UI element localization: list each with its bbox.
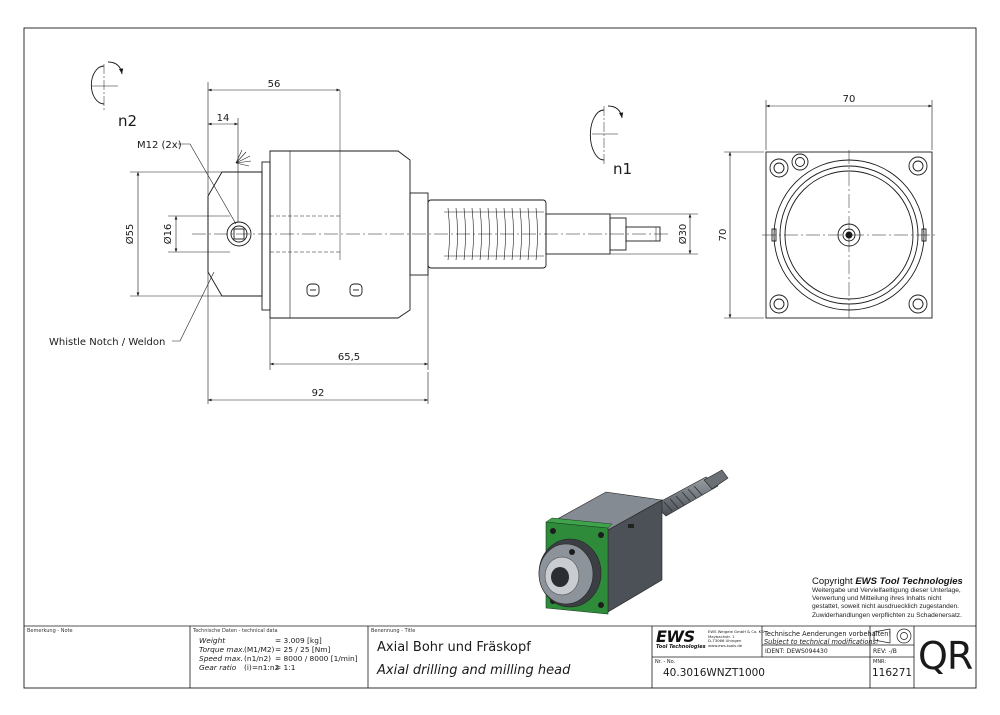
notice-english: Subject to technical modifications! bbox=[764, 638, 879, 647]
dim-65-5: 65,5 bbox=[338, 352, 360, 363]
title-label: Benennung - Title bbox=[371, 628, 416, 634]
label-n2: n2 bbox=[118, 112, 137, 130]
dim-92: 92 bbox=[312, 388, 325, 399]
tech-name-gear-ratio: Gear ratio bbox=[199, 663, 237, 672]
label-m12: M12 (2x) bbox=[137, 140, 182, 151]
revision-field: REV: -/B bbox=[873, 648, 897, 655]
copyright-notice: Copyright EWS Tool Technologies Weiterga… bbox=[812, 576, 978, 620]
title-german: Axial Bohr und Fräskopf bbox=[377, 640, 531, 655]
modification-notice: Technische Aenderungen vorbehalten! Subj… bbox=[764, 630, 891, 647]
tech-name-speed: Speed max. bbox=[199, 654, 243, 663]
dim-56: 56 bbox=[268, 79, 281, 90]
front-dimensions bbox=[724, 100, 933, 319]
qr-mark: QR bbox=[918, 634, 973, 678]
tech-key-torque: (M1/M2) bbox=[244, 645, 275, 654]
notice-german: Technische Aenderungen vorbehalten! bbox=[764, 630, 892, 638]
address-line: D-73066 Uhingen bbox=[708, 638, 742, 644]
copyright-line: Zuwiderhandlungen verpflichten zu Schade… bbox=[812, 611, 962, 619]
rotation-symbol-n2 bbox=[90, 61, 124, 110]
dim-diameter-30: Ø30 bbox=[677, 224, 689, 245]
tech-value-torque: = 25 / 25 [Nm] bbox=[275, 645, 331, 654]
copyright-prefix: Copyright bbox=[812, 576, 856, 587]
side-view bbox=[192, 90, 670, 319]
address-line: www.ews-tools.de bbox=[708, 642, 743, 648]
logo-subtitle: Tool Technologies bbox=[656, 644, 706, 650]
dim-14: 14 bbox=[217, 113, 230, 124]
dim-70-height: 70 bbox=[718, 229, 729, 242]
part-number: 40.3016WNZT1000 bbox=[663, 667, 765, 679]
dim-70-width: 70 bbox=[843, 94, 856, 105]
tech-value-speed: = 8000 / 8000 [1/min] bbox=[275, 654, 358, 663]
copyright-line: Verwertung und Mitteilung ihres Inhalts … bbox=[812, 595, 942, 603]
dim-diameter-55: Ø55 bbox=[124, 224, 136, 245]
address-line: Maybachstr. 1 bbox=[708, 633, 735, 639]
ident-field: IDENT: DEWS094430 bbox=[765, 648, 828, 655]
sheet-border bbox=[23, 27, 977, 689]
tech-data-label: Technische Daten - technical data bbox=[193, 628, 278, 634]
tech-key-gear-ratio: (i)=n1:n2 bbox=[244, 663, 280, 672]
number-label: Nr. - No. bbox=[655, 659, 676, 665]
rotation-symbol-n1 bbox=[589, 105, 624, 166]
title-block-grid bbox=[24, 625, 976, 688]
title-english: Axial drilling and milling head bbox=[377, 663, 571, 678]
tech-name-torque: Torque max. bbox=[199, 645, 245, 654]
copyright-line: gestattet, soweit nicht ausdruecklich zu… bbox=[812, 603, 959, 611]
remarks-label: Bemerkung - Note bbox=[27, 628, 73, 634]
tech-value-gear-ratio: = 1:1 bbox=[275, 663, 296, 672]
drawing-number: 116271 bbox=[872, 667, 913, 679]
tech-key-speed: (n1/n2) bbox=[244, 654, 272, 663]
front-view bbox=[762, 150, 936, 320]
copyright-brand: EWS Tool Technologies bbox=[855, 576, 963, 587]
company-address: EWS Weigele GmbH & Co. KG Maybachstr. 1 … bbox=[708, 629, 765, 648]
shank-teeth bbox=[444, 207, 544, 261]
logo-mark: EWS bbox=[656, 627, 695, 646]
isometric-render bbox=[538, 469, 729, 615]
label-whistle-notch: Whistle Notch / Weldon bbox=[49, 337, 165, 348]
address-line: EWS Weigele GmbH & Co. KG bbox=[708, 629, 765, 634]
copyright-line: Weitergabe und Vervielfaeltigung dieser … bbox=[812, 587, 961, 594]
tech-name-weight: Weight bbox=[199, 636, 226, 645]
ews-logo: EWS Tool Technologies bbox=[656, 627, 706, 652]
mnr-label: MNR: bbox=[873, 659, 887, 665]
side-dimensions bbox=[130, 82, 698, 404]
label-n1: n1 bbox=[613, 160, 632, 178]
tech-value-weight: = 3.009 [kg] bbox=[275, 636, 322, 645]
dim-diameter-16: Ø16 bbox=[162, 224, 174, 245]
